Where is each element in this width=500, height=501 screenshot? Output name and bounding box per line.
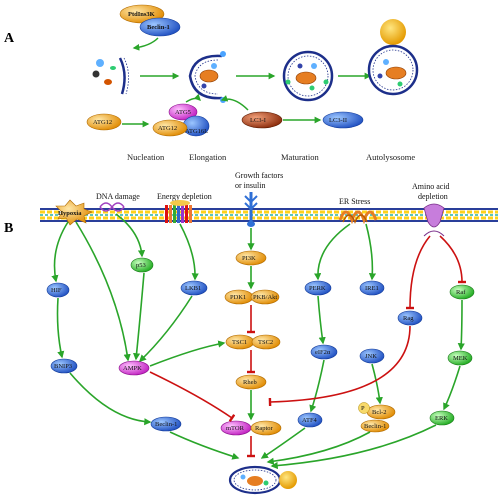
mek-node: MEK (447, 350, 473, 366)
insulin-receptor-icon (244, 192, 258, 227)
ptdins3k-beclin1-complex: PtdIns3K Beclin-1 (119, 4, 181, 37)
lc3i: LC3-I (241, 111, 283, 129)
stage-autolysosome: Autolysosome (366, 152, 415, 162)
atg5-label: ATG5 (175, 109, 191, 116)
ampk-node: AMPK (118, 360, 150, 376)
perk-label: PERK (309, 285, 326, 292)
rag-node: Rag (397, 310, 423, 326)
mtor-node: mTOR (220, 420, 252, 436)
mtor-label: mTOR (226, 425, 245, 432)
raptor-label: Raptor (255, 425, 274, 432)
energy-depletion-label: Energy depletion (157, 192, 212, 201)
raptor-node: Raptor (250, 420, 282, 436)
atf4-node: ATF4 (297, 412, 323, 428)
arrow-lc3i-to-elongation (220, 95, 249, 111)
ire1-node: IRE1 (359, 280, 385, 296)
arrow-complex-to-phagophore (132, 37, 159, 51)
mek-label: MEK (453, 355, 468, 362)
p53-node: p53 (130, 257, 154, 273)
hypoxia-label: Hypoxia (58, 210, 82, 217)
atg12-bound-label: ATG12 (158, 125, 177, 132)
energy-channel-icon (165, 200, 192, 223)
ire1-label: IRE1 (365, 285, 379, 292)
er-stress-icon (338, 210, 378, 225)
lc3ii-label: LC3-II (329, 117, 347, 124)
hypoxia-node: Hypoxia (55, 199, 93, 226)
amino-acid-label-2: depletion (418, 192, 448, 201)
eif2a-node: eIF2α (310, 344, 338, 360)
atg16l-label: ATG16L (185, 128, 208, 135)
hif-node: HIF (46, 282, 70, 298)
tsc1-node: TSC1 (225, 334, 255, 350)
dna-damage-icon (99, 202, 125, 212)
pi3k-node: PI3K (235, 250, 267, 266)
autophagosome-bottom (228, 465, 297, 495)
p-label: P (361, 405, 365, 412)
growth-factors-label-2: or insulin (235, 181, 265, 190)
pkb-akt-node: PKB/Akt (250, 289, 280, 305)
rheb-label: Rheb (243, 379, 257, 386)
jnk-node: JNK (359, 348, 385, 364)
amino-acid-transporter-icon (423, 203, 445, 237)
dna-damage-label: DNA damage (96, 192, 140, 201)
pkb-akt-label: PKB/Akt (253, 294, 277, 301)
bcl2-beclin1-complex: P Bcl-2 Beclin-1 (358, 402, 396, 433)
erk-node: ERK (429, 410, 455, 426)
pdk1-node: PDK1 (224, 289, 254, 305)
stage-elongation: Elongation (189, 152, 227, 162)
p53-label: p53 (136, 262, 146, 269)
panel-label-b: B (4, 221, 13, 236)
lc3ii: LC3-II (322, 111, 364, 129)
bnip3-label: BNIP3 (54, 363, 72, 370)
pi3k-label: PI3K (242, 255, 256, 262)
raf-node: Raf (449, 284, 475, 300)
panel-label-a: A (4, 31, 15, 46)
ptdins3k-label: PtdIns3K (128, 11, 155, 18)
beclin1-node-label: Beclin-1 (155, 421, 177, 428)
activation-arrows (51, 213, 465, 470)
eif2a-label: eIF2α (315, 349, 331, 356)
plasma-membrane (40, 208, 498, 222)
ampk-label: AMPK (123, 365, 142, 372)
stage-nucleation: Nucleation (127, 152, 165, 162)
atg12-free: ATG12 (86, 113, 122, 131)
nucleation-phagophore (92, 57, 129, 95)
maturation-autophagosome (282, 50, 334, 102)
atg12-atg5-atg16l-complex: ATG5 ATG12 ATG16L (152, 103, 210, 137)
raf-label: Raf (456, 289, 466, 296)
pdk1-label: PDK1 (230, 294, 246, 301)
amino-acid-label: Amino acid (412, 182, 450, 191)
elongation-membrane (188, 51, 226, 103)
erk-label: ERK (435, 415, 448, 422)
rheb-node: Rheb (235, 374, 267, 390)
atg12-free-label: ATG12 (93, 119, 112, 126)
rag-label: Rag (403, 315, 414, 322)
atf4-label: ATF4 (302, 417, 318, 424)
er-stress-label: ER Stress (339, 197, 370, 206)
autolysosome (367, 19, 419, 96)
tsc2-node: TSC2 (251, 334, 281, 350)
inhibition-lines (149, 235, 467, 458)
stage-maturation: Maturation (281, 152, 320, 162)
jnk-label: JNK (365, 353, 377, 360)
bcl2-label: Bcl-2 (372, 409, 386, 416)
lkb1-node: LKB1 (180, 280, 208, 296)
bnip3-node: BNIP3 (50, 358, 78, 374)
beclin1-label: Beclin-1 (147, 24, 170, 31)
hif-label: HIF (51, 287, 62, 294)
beclin1-b-label: Beclin-1 (364, 423, 386, 430)
beclin1-node: Beclin-1 (150, 416, 182, 432)
lc3i-label: LC3-I (250, 117, 266, 124)
tsc2-label: TSC2 (258, 339, 273, 346)
tsc1-label: TSC1 (232, 339, 247, 346)
growth-factors-label: Growth factors (235, 171, 283, 180)
arrow-atg-complex-to-elongation (185, 93, 201, 103)
lkb1-label: LKB1 (185, 285, 201, 292)
perk-node: PERK (304, 280, 332, 296)
